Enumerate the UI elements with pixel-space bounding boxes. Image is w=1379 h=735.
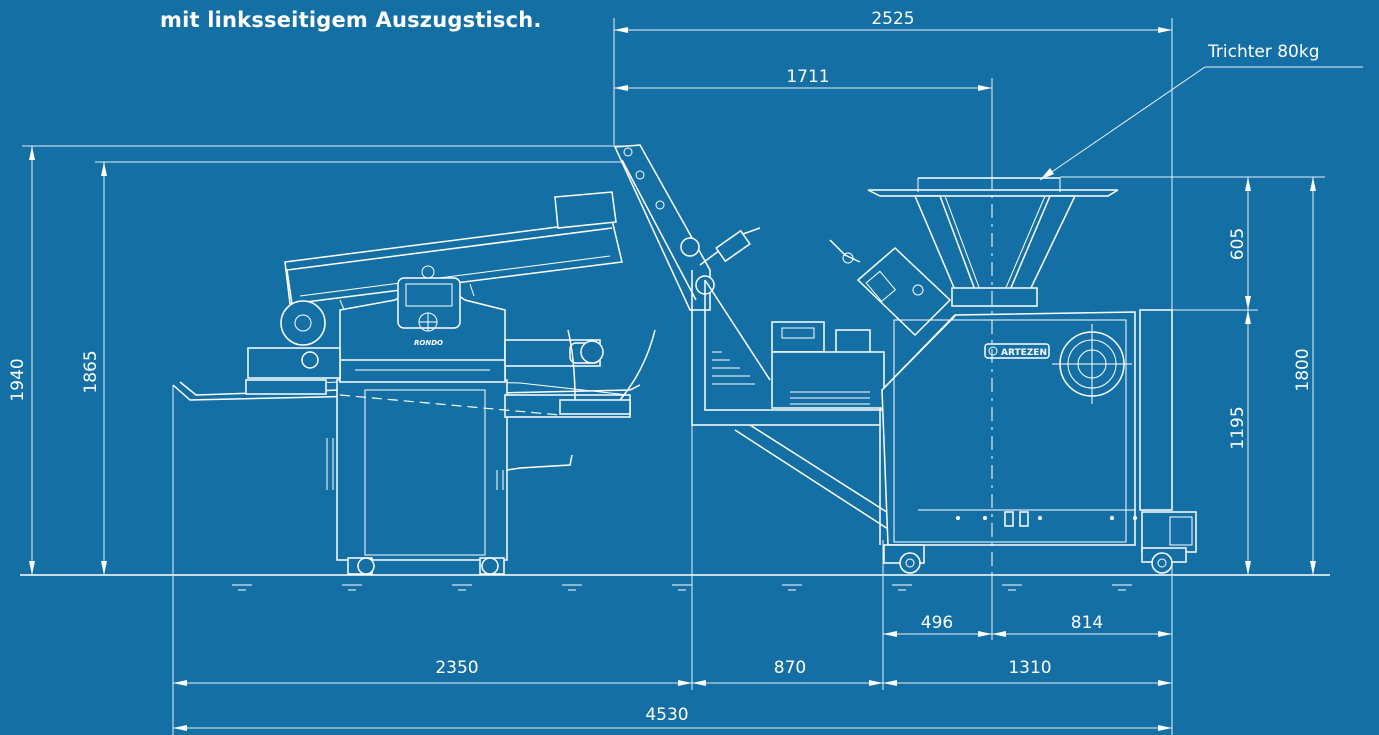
dim-label-870: 870 <box>774 658 806 678</box>
sheeter-machine: RONDO <box>172 191 656 575</box>
dim-label-1940: 1940 <box>8 358 28 401</box>
floor <box>20 574 1330 591</box>
dim-label-1711: 1711 <box>786 67 829 87</box>
hopper-callout: Trichter 80kg <box>1039 42 1363 181</box>
dimension-1711: 1711 <box>614 67 993 175</box>
dim-label-605: 605 <box>1228 228 1248 260</box>
caption: mit linksseitigem Auszugstisch. <box>160 8 542 32</box>
dimension-bottom: 496 814 2350 870 1310 4530 <box>172 385 1173 735</box>
dimension-1865: 1865 <box>81 161 630 575</box>
brand-plate-label: ARTEZEN <box>1001 348 1047 358</box>
dimension-2525: 2525 <box>613 9 1173 510</box>
hopper-machine: ARTEZEN <box>867 177 1197 574</box>
machine-name-label: RONDO <box>414 339 443 347</box>
dim-label-1310: 1310 <box>1008 658 1051 678</box>
dim-label-4530: 4530 <box>645 705 688 725</box>
hopper-callout-label: Trichter 80kg <box>1207 42 1320 62</box>
dim-label-1800: 1800 <box>1293 348 1313 391</box>
dim-label-1195: 1195 <box>1228 406 1248 449</box>
dim-label-2525: 2525 <box>871 9 914 29</box>
dim-label-814: 814 <box>1071 613 1103 633</box>
dim-label-2350: 2350 <box>435 658 478 678</box>
dim-label-496: 496 <box>921 613 953 633</box>
dimension-right-heights: 605 1195 1800 <box>1060 176 1325 575</box>
dim-label-1865: 1865 <box>81 350 101 393</box>
dimension-1940: 1940 <box>8 145 640 575</box>
middle-conveyor <box>613 144 952 545</box>
